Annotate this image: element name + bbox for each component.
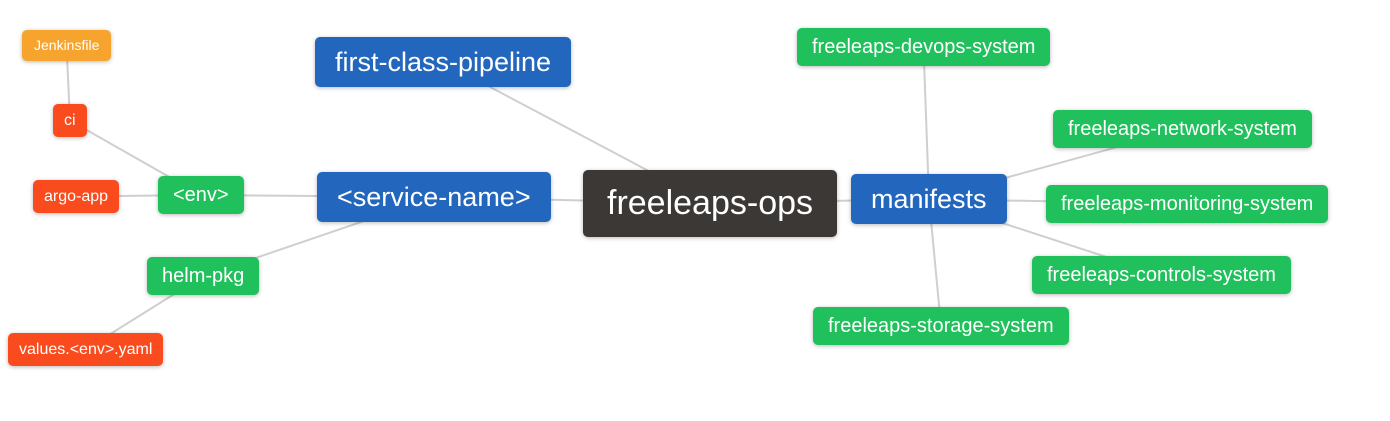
node-values-env-yaml[interactable]: values.<env>.yaml	[8, 333, 164, 367]
node-jenkinsfile[interactable]: Jenkinsfile	[22, 30, 112, 61]
node-first-class-pipeline[interactable]: first-class-pipeline	[315, 37, 572, 88]
edge-manifests--freeleaps-devops-system	[922, 46, 930, 200]
node-helm-pkg[interactable]: helm-pkg	[147, 257, 260, 295]
node-env[interactable]: <env>	[158, 176, 244, 214]
node-ci[interactable]: ci	[53, 104, 87, 138]
node-freeleaps-monitoring-system[interactable]: freeleaps-monitoring-system	[1046, 185, 1329, 223]
node-freeleaps-devops-system[interactable]: freeleaps-devops-system	[797, 28, 1051, 66]
node-freeleaps-controls-system[interactable]: freeleaps-controls-system	[1032, 256, 1291, 294]
node-freeleaps-network-system[interactable]: freeleaps-network-system	[1053, 110, 1312, 148]
node-service-name[interactable]: <service-name>	[317, 172, 551, 223]
node-freeleaps-ops[interactable]: freeleaps-ops	[583, 170, 838, 237]
node-manifests[interactable]: manifests	[851, 174, 1007, 225]
node-argo-app[interactable]: argo-app	[33, 180, 120, 214]
node-freeleaps-storage-system[interactable]: freeleaps-storage-system	[813, 307, 1069, 345]
